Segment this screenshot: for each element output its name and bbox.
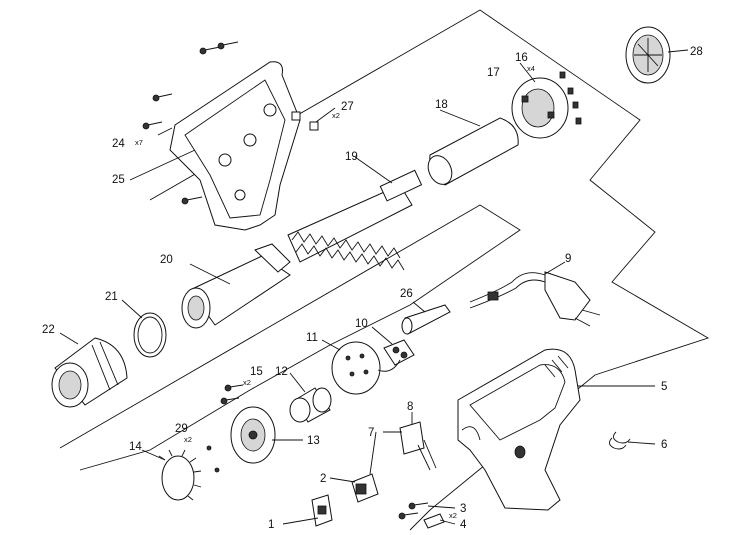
callout-3: 3	[460, 503, 466, 515]
callout-27-qty: x2	[332, 111, 340, 120]
callout-10: 10	[355, 318, 368, 330]
callout-16: 16	[515, 52, 528, 64]
front-ring-part	[511, 77, 569, 139]
ring-part	[133, 312, 167, 358]
fan-part	[158, 449, 202, 501]
callout-22: 22	[42, 324, 55, 336]
callout-9: 9	[565, 253, 571, 265]
callout-25: 25	[112, 174, 125, 186]
screw-set-24	[142, 41, 239, 205]
callout-1: 1	[268, 519, 274, 531]
callout-29: 29	[175, 423, 188, 435]
clip-part	[311, 494, 333, 527]
capacitor-part	[399, 421, 437, 471]
callout-5: 5	[661, 381, 667, 393]
switch-plate-part	[331, 341, 401, 395]
callout-27: 27	[341, 101, 354, 113]
callout-21: 21	[105, 291, 118, 303]
leader-lines	[59, 49, 689, 525]
assembly-boundary-lower	[59, 204, 521, 471]
heating-element-part	[287, 169, 423, 271]
inner-tube-part	[181, 243, 291, 329]
nozzle-part	[51, 337, 128, 408]
callout-16-qty: x4	[527, 64, 535, 73]
screw-set-15	[220, 384, 244, 405]
callout-2: 2	[320, 473, 326, 485]
callout-12: 12	[275, 366, 288, 378]
callout-13: 13	[307, 435, 320, 447]
callout-4: 4	[460, 519, 467, 531]
main-housing-part	[457, 348, 581, 511]
hook-part	[609, 431, 631, 450]
callout-14: 14	[129, 441, 142, 453]
callout-24: 24	[112, 138, 125, 150]
bracket-part	[423, 513, 445, 529]
callout-7: 7	[368, 427, 374, 439]
screw-set-16	[559, 71, 582, 125]
callout-20: 20	[160, 254, 173, 266]
motor-part	[289, 387, 332, 423]
fan-housing-part	[230, 406, 276, 464]
callout-15-qty: x2	[243, 378, 251, 387]
screw-set-3	[398, 502, 429, 520]
insulating-tube-part	[427, 117, 519, 186]
callout-8: 8	[407, 401, 413, 413]
switch-part	[351, 473, 379, 503]
callout-24-qty: x7	[135, 138, 143, 147]
cord-guard-part	[401, 304, 451, 335]
callout-26: 26	[400, 288, 413, 300]
nut-set-27	[291, 111, 319, 131]
housing-half-part	[169, 61, 301, 231]
terminal-block-part	[383, 339, 415, 366]
callout-18: 18	[435, 99, 448, 111]
callout-3-qty: x2	[449, 511, 457, 520]
callout-29-qty: x2	[184, 435, 192, 444]
callout-17: 17	[487, 67, 500, 79]
callout-6: 6	[661, 439, 667, 451]
power-cord-part	[469, 271, 601, 327]
end-cap-part	[625, 26, 671, 84]
screw-set-29	[206, 445, 220, 473]
callout-28: 28	[690, 46, 703, 58]
callout-15: 15	[250, 366, 263, 378]
callout-19: 19	[345, 151, 358, 163]
callout-11: 11	[306, 332, 318, 344]
